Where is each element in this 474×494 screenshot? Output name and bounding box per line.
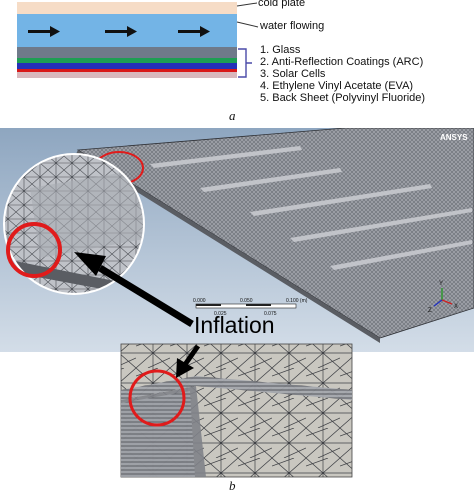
inflation-arrow-small-icon (176, 344, 201, 378)
inflation-label: Inflation (194, 312, 275, 338)
cold-plate-label: cold plate (258, 0, 306, 9)
water-leader-line (236, 21, 259, 28)
layer-label-eva: 4. Ethylene Vinyl Acetate (EVA) (260, 80, 414, 92)
scale-tick-0: 0.000 (193, 298, 206, 304)
cold-plate-layer (17, 2, 237, 14)
panel-a-letter: a (229, 108, 236, 123)
arc-layer (17, 58, 237, 63)
panel-a-layer-stack (17, 2, 259, 78)
layers-bracket (238, 48, 252, 78)
glass-layer (17, 47, 237, 58)
water-flowing-label: water flowing (260, 20, 325, 32)
scale-tick-1: 0.050 (240, 298, 253, 304)
flow-arrow-icon (28, 26, 60, 37)
layer-legend: 1. Glass 2. Anti-Reflection Coatings (AR… (260, 44, 425, 104)
panel-b-letter: b (229, 478, 236, 493)
panel-b: ANSYS 0.000 0.050 0.100 (m) 0.025 (0, 128, 474, 494)
back-sheet-layer (17, 72, 237, 78)
inflation-arrow-icon (74, 252, 194, 327)
flow-arrow-icon (178, 26, 210, 37)
mesh-plate-edge (76, 150, 380, 343)
axis-x-label: X (454, 304, 458, 310)
channel-streaks (150, 146, 472, 270)
axis-z-label: Z (428, 308, 432, 314)
axis-y-label: Y (439, 281, 443, 287)
layer-label-glass: 1. Glass (260, 44, 301, 56)
zoom-inset-bottom (120, 343, 353, 478)
cold-plate-leader-line (236, 2, 258, 7)
scale-bar: 0.000 0.050 0.100 (m) 0.025 0.075 (193, 298, 308, 317)
flow-arrow-icon (105, 26, 137, 37)
axis-triad: Y Z X (428, 281, 458, 314)
layer-label-arc: 2. Anti-Reflection Coatings (ARC) (260, 56, 424, 68)
layer-label-back-sheet: 5. Back Sheet (Polyvinyl Fluoride) (260, 92, 426, 104)
inflation-highlight-circle-large (6, 222, 62, 278)
panel-a: cold plate water flowing 1. Glass 2. Ant… (0, 0, 474, 128)
panel-b-mesh-illustration: ANSYS 0.000 0.050 0.100 (m) 0.025 (0, 128, 474, 478)
ansys-logo: ANSYS (440, 133, 468, 142)
scale-tick-4: 0.075 (264, 311, 277, 317)
scale-tick-3: 0.025 (214, 311, 227, 317)
scale-tick-2: 0.100 (m) (286, 298, 308, 304)
eva-layer (17, 69, 237, 72)
layer-label-solar-cells: 3. Solar Cells (260, 68, 326, 80)
solar-cells-layer (17, 63, 237, 69)
inflation-highlight-circle-small (128, 369, 186, 427)
